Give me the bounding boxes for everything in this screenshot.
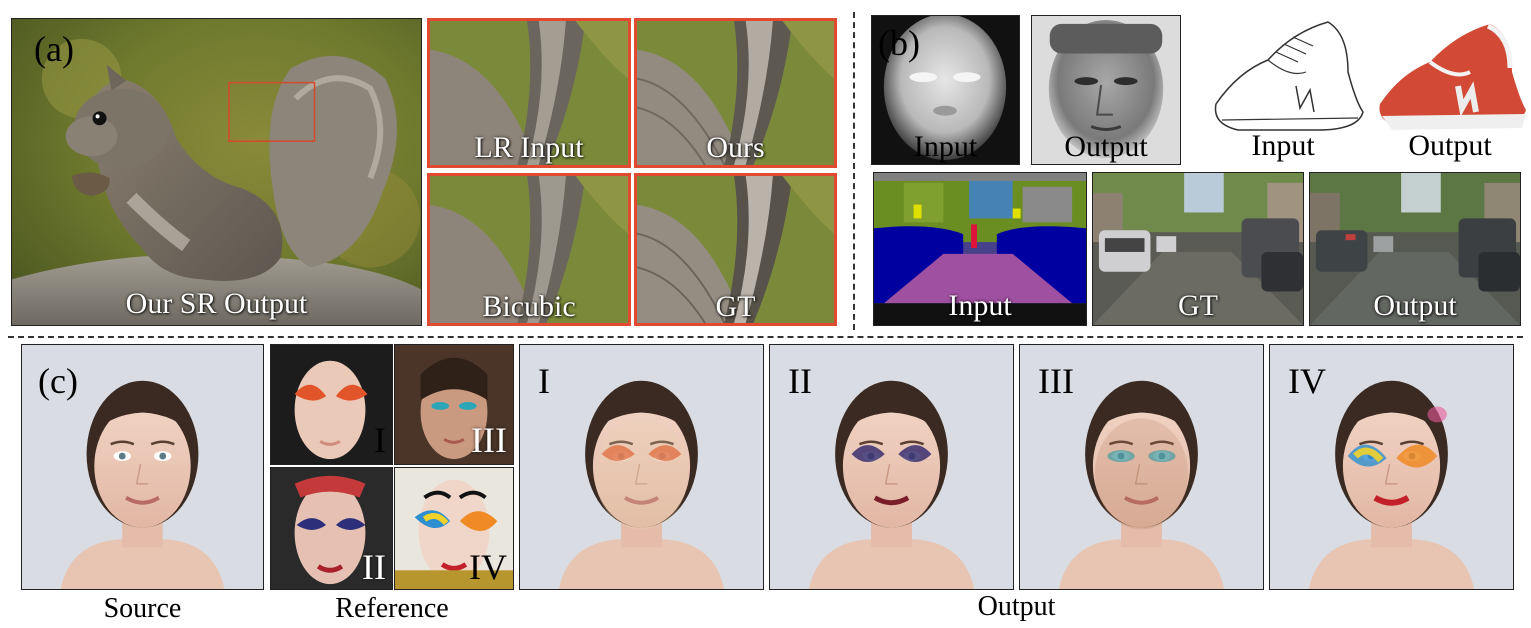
ours-crop: Ours bbox=[634, 18, 837, 168]
output-face-ii: II bbox=[769, 344, 1014, 590]
output-face-iii: III bbox=[1019, 344, 1264, 590]
lr-input-caption: LR Input bbox=[474, 131, 584, 164]
street-segmentation-input: Input bbox=[873, 172, 1087, 326]
reference-image-ii: II bbox=[270, 467, 393, 590]
street-gt-caption: GT bbox=[1178, 289, 1218, 322]
face-output-caption: Output bbox=[1064, 130, 1148, 163]
shoe-output-image: Output bbox=[1370, 12, 1530, 168]
bicubic-crop: Bicubic bbox=[427, 173, 631, 326]
reference-numeral-iv: IV bbox=[469, 547, 507, 587]
face-output-image: Output bbox=[1031, 15, 1181, 165]
bicubic-caption: Bicubic bbox=[482, 290, 576, 323]
output-numeral-i: I bbox=[538, 361, 550, 401]
output-face-i: I bbox=[519, 344, 764, 590]
reference-numeral-iii: III bbox=[471, 420, 507, 460]
gt-crop: GT bbox=[634, 173, 837, 326]
squirrel-sr-output-image: (a) Our SR Output bbox=[11, 18, 422, 326]
reference-numeral-ii: II bbox=[362, 547, 386, 587]
reference-image-iii: III bbox=[394, 344, 514, 465]
output-label: Output bbox=[977, 591, 1056, 622]
sr-output-caption: Our SR Output bbox=[125, 287, 308, 320]
panel-c-label: (c) bbox=[38, 361, 78, 401]
lr-input-crop: LR Input bbox=[427, 18, 631, 168]
street-gt-image: GT bbox=[1092, 172, 1304, 326]
shoe-input-caption: Input bbox=[1251, 129, 1315, 162]
source-face-image: (c) bbox=[21, 344, 264, 590]
ours-caption: Ours bbox=[706, 131, 765, 164]
vertical-separator bbox=[853, 12, 855, 330]
reference-label: Reference bbox=[335, 593, 449, 624]
face-input-image: Input bbox=[871, 15, 1020, 165]
gt-caption: GT bbox=[715, 290, 756, 323]
street-output-image: Output bbox=[1309, 172, 1521, 326]
horizontal-separator bbox=[8, 336, 1523, 338]
street-input-caption: Input bbox=[948, 289, 1012, 322]
output-numeral-ii: II bbox=[788, 361, 812, 401]
panel-a-label: (a) bbox=[34, 29, 74, 69]
output-numeral-iii: III bbox=[1038, 361, 1074, 401]
output-numeral-iv: IV bbox=[1288, 361, 1326, 401]
face-input-caption: Input bbox=[913, 130, 978, 163]
shoe-output-caption: Output bbox=[1408, 129, 1492, 162]
shoe-sketch-image: Input bbox=[1198, 12, 1368, 168]
street-output-caption: Output bbox=[1373, 289, 1457, 322]
reference-image-iv: IV bbox=[394, 467, 514, 590]
output-face-iv: IV bbox=[1269, 344, 1514, 590]
source-label: Source bbox=[103, 593, 182, 624]
panel-b-label: (b) bbox=[878, 23, 920, 63]
reference-image-i: I bbox=[270, 344, 393, 465]
reference-numeral-i: I bbox=[374, 420, 386, 460]
